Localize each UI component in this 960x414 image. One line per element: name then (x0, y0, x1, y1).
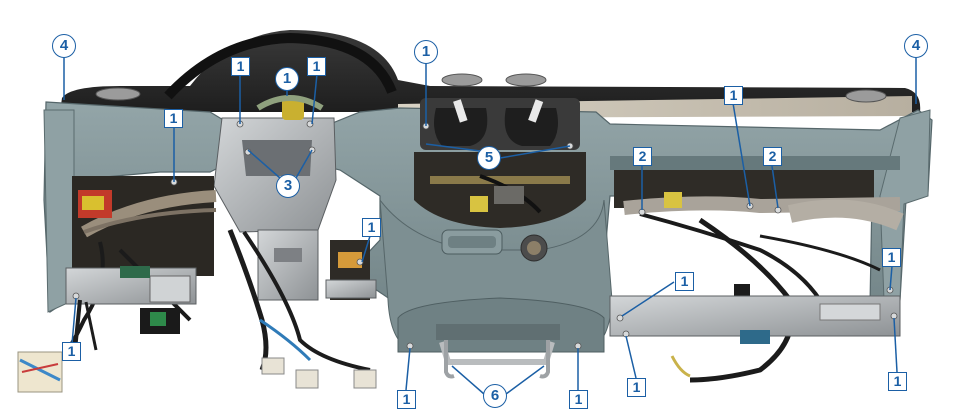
ashtray (441, 229, 548, 262)
callout-1-cluster: 1 (275, 67, 299, 91)
callout-4-right: 4 (904, 34, 928, 58)
callout-1-square: 1 (362, 218, 381, 237)
callout-1-square: 1 (675, 272, 694, 291)
top-vents (95, 73, 887, 103)
center-vents (420, 98, 580, 150)
steering-support (213, 95, 337, 301)
callout-1-square: 1 (724, 86, 743, 105)
callout-4-left: 4 (52, 34, 76, 58)
callout-1-square: 1 (882, 248, 901, 267)
callout-1-square: 1 (62, 342, 81, 361)
callout-1-square: 1 (569, 390, 588, 409)
center-harness (227, 229, 377, 389)
lower-center-bracket (436, 324, 560, 379)
console-cavity (414, 152, 586, 228)
callout-1-square: 1 (397, 390, 416, 409)
left-harness (54, 176, 217, 368)
callout-1-square: 1 (627, 378, 646, 397)
leader-lines (63, 58, 917, 395)
callout-1-vents: 1 (414, 40, 438, 64)
right-harness (609, 156, 904, 383)
callout-3: 3 (276, 174, 300, 198)
callout-2-square: 2 (633, 147, 652, 166)
callout-1-square: 1 (888, 372, 907, 391)
callout-1-square: 1 (164, 109, 183, 128)
callout-5: 5 (477, 146, 501, 170)
callout-1-square: 1 (307, 57, 326, 76)
callout-2-square: 2 (763, 147, 782, 166)
callout-6: 6 (483, 384, 507, 408)
left-connectors (17, 299, 98, 393)
callout-1-square: 1 (231, 57, 250, 76)
